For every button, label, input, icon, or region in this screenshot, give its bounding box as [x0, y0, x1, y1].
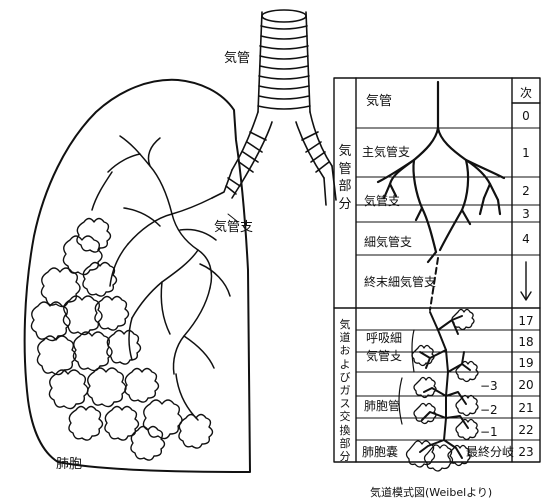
respiratory-tree	[420, 312, 470, 458]
generation-21: 21	[513, 401, 539, 415]
generation-18: 18	[513, 335, 539, 349]
generation-4: 4	[513, 232, 539, 246]
row-label-terminal-bronchiole: 終末細気管支	[364, 276, 436, 288]
row-label-respiratory-bronchiole-1: 呼吸細	[366, 332, 402, 344]
generation-0: 0	[513, 109, 539, 123]
bronchus-label: 気管支	[214, 221, 253, 234]
row-label-alveolar-sac: 肺胞嚢	[362, 446, 398, 458]
generation-23: 23	[513, 445, 539, 459]
alveolar-clusters	[31, 219, 212, 461]
generation-3: 3	[513, 207, 539, 221]
duct-offset-3: −3	[480, 380, 498, 392]
figure-caption: 気道模式図(Weibelより)	[370, 484, 492, 500]
generation-1: 1	[513, 146, 539, 160]
duct-offset-1: −1	[480, 426, 498, 438]
generation-header: 次	[513, 84, 539, 101]
row-label-main-bronchus: 主気管支	[362, 146, 410, 158]
generation-20: 20	[513, 378, 539, 392]
alveolus-label: 肺胞	[56, 458, 82, 471]
trachea-label: 気管	[224, 52, 250, 65]
row-label-alveolar-duct: 肺胞管	[364, 400, 400, 412]
generation-arrow	[521, 262, 531, 300]
respiratory-zone-label: 気道およびガス交換部分	[339, 318, 351, 463]
row-label-bronchiole: 細気管支	[364, 236, 412, 248]
conducting-zone-label: 気管部分	[338, 143, 352, 213]
generation-17: 17	[513, 314, 539, 328]
row-label-trachea: 気管	[366, 95, 392, 108]
main-bronchi	[212, 112, 336, 205]
lung-outline	[25, 80, 250, 472]
duct-offset-2: −2	[480, 404, 498, 416]
bronchial-tree	[92, 136, 230, 420]
row-label-bronchus: 気管支	[364, 195, 400, 207]
final-branch-label: 最終分岐	[466, 446, 514, 458]
generation-19: 19	[513, 356, 539, 370]
generation-2: 2	[513, 184, 539, 198]
generation-22: 22	[513, 423, 539, 437]
row-label-respiratory-bronchiole-2: 気管支	[366, 350, 402, 362]
trachea	[258, 10, 310, 112]
